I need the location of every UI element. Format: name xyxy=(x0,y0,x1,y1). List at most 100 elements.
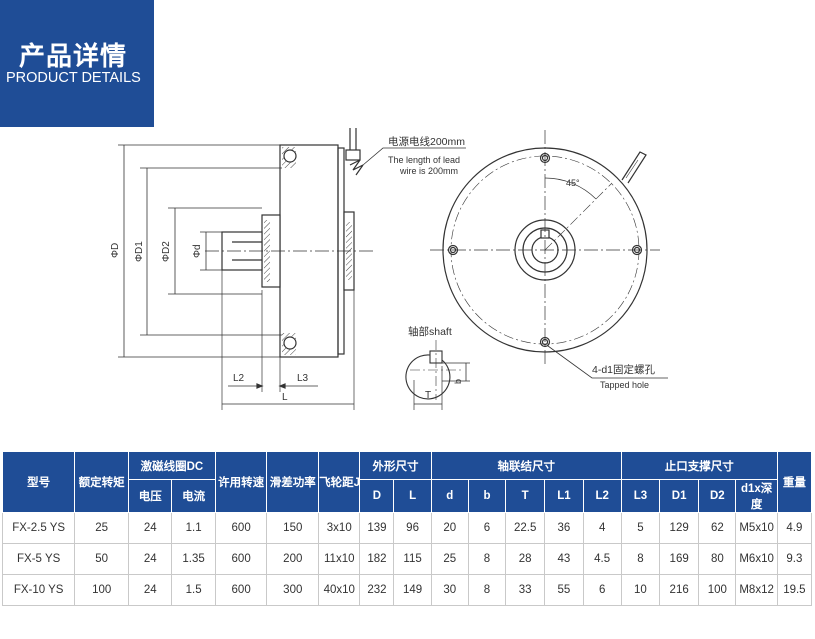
table-cell: 115 xyxy=(393,543,432,575)
table-cell: 20 xyxy=(430,512,469,544)
table-cell: 5 xyxy=(620,512,661,544)
table-cell: M8x12 xyxy=(735,574,778,606)
table-cell: 19.5 xyxy=(776,574,813,606)
table-cell: 600 xyxy=(214,512,268,544)
table-cell: 43 xyxy=(544,543,584,575)
header-banner: 产品详情 PRODUCT DETAILS xyxy=(0,0,154,127)
th-T: T xyxy=(505,479,546,513)
table-cell: 24 xyxy=(128,512,173,544)
table-cell: M6x10 xyxy=(735,543,778,575)
dim-D1-label: ΦD1 xyxy=(134,241,145,262)
th-flywheel: 飞轮距J xyxy=(318,451,361,513)
table-cell: 96 xyxy=(393,512,432,544)
th-D2: D2 xyxy=(698,479,737,513)
table-cell: 33 xyxy=(505,574,546,606)
table-cell: 100 xyxy=(698,574,737,606)
lead-label-en-1: The length of lead xyxy=(388,155,460,165)
lead-callout-line xyxy=(362,147,466,166)
table-cell: 129 xyxy=(659,512,700,544)
th-slip: 滑差功率 xyxy=(266,451,320,513)
table-cell: 149 xyxy=(393,574,432,606)
hole-label-en: Tapped hole xyxy=(600,380,649,390)
th-L1: L1 xyxy=(544,479,584,513)
th-spigot: 止口支撑尺寸 xyxy=(620,451,778,480)
table-header-row-1: 型号 额定转矩 激磁线圈DC 许用转速 滑差功率 飞轮距J 外形尺寸 轴联结尺寸… xyxy=(1,451,813,513)
th-D1: D1 xyxy=(659,479,700,513)
table-cell: 169 xyxy=(659,543,700,575)
table-cell: 25 xyxy=(430,543,469,575)
table-cell: 600 xyxy=(214,543,268,575)
th-L2: L2 xyxy=(582,479,622,513)
th-d: d xyxy=(430,479,469,513)
th-speed: 许用转速 xyxy=(214,451,268,513)
shaft-section xyxy=(405,340,470,410)
th-b: b xyxy=(467,479,507,513)
th-model: 型号 xyxy=(1,451,76,513)
th-coil: 激磁线圈DC xyxy=(128,451,216,480)
table-cell: 40x10 xyxy=(318,574,361,606)
side-view xyxy=(118,128,375,410)
table-cell: 28 xyxy=(505,543,546,575)
table-cell: 4.5 xyxy=(582,543,622,575)
table-cell: 30 xyxy=(430,574,469,606)
table-cell: 1.5 xyxy=(171,574,216,606)
dim-b-label: b xyxy=(453,379,463,384)
table-cell: 600 xyxy=(214,574,268,606)
table-cell: 3x10 xyxy=(318,512,361,544)
table-cell: 1.1 xyxy=(171,512,216,544)
header-title-cn: 产品详情 xyxy=(19,42,128,72)
table-cell: 8 xyxy=(467,574,507,606)
dim-D-label: ΦD xyxy=(110,243,121,258)
table-cell: 8 xyxy=(620,543,661,575)
table-cell: 24 xyxy=(128,574,173,606)
table-cell: 150 xyxy=(266,512,320,544)
th-outline: 外形尺寸 xyxy=(359,451,432,480)
lead-label-en-2: wire is 200mm xyxy=(399,166,458,176)
angle-label: 45° xyxy=(566,178,580,188)
dim-L3-label: L3 xyxy=(297,373,309,384)
table-cell: 4 xyxy=(582,512,622,544)
table-cell: 100 xyxy=(74,574,130,606)
table-cell: 25 xyxy=(74,512,130,544)
table-cell: M5x10 xyxy=(735,512,778,544)
lead-label-cn: 电源电线200mm xyxy=(388,135,465,148)
technical-drawing: ΦD ΦD1 ΦD2 Φd L2 L3 L 电源电线200mm The leng… xyxy=(110,128,668,410)
th-voltage: 电压 xyxy=(128,479,173,513)
table-header-row-2: 电压 电流 D L d b T L1 L2 L3 D1 D2 d1x深度 xyxy=(3,479,812,513)
th-torque: 额定转矩 xyxy=(74,451,130,513)
table-cell: 62 xyxy=(698,512,737,544)
table-cell: 80 xyxy=(698,543,737,575)
table-cell: 300 xyxy=(266,574,320,606)
table-cell: 139 xyxy=(359,512,395,544)
dim-L-label: L xyxy=(282,392,288,403)
table-cell: 6 xyxy=(467,512,507,544)
table-cell: 4.9 xyxy=(776,512,813,544)
table-cell: 232 xyxy=(359,574,395,606)
th-d1x: d1x深度 xyxy=(735,479,778,513)
th-D: D xyxy=(359,479,395,513)
table-cell: 1.35 xyxy=(171,543,216,575)
dim-T-label: T xyxy=(425,390,431,401)
th-shaft: 轴联结尺寸 xyxy=(430,451,622,480)
table-cell: FX-2.5 YS xyxy=(1,512,76,544)
spec-table: 型号 额定转矩 激磁线圈DC 许用转速 滑差功率 飞轮距J 外形尺寸 轴联结尺寸… xyxy=(1,451,813,606)
table-cell: 216 xyxy=(659,574,700,606)
table-cell: 50 xyxy=(74,543,130,575)
hole-label-cn: 4-d1固定螺孔 xyxy=(592,363,656,376)
table-cell: 11x10 xyxy=(318,543,361,575)
th-weight: 重量 xyxy=(776,451,813,513)
table-cell: FX-5 YS xyxy=(1,543,76,575)
table-cell: 55 xyxy=(544,574,584,606)
shaft-label: 轴部shaft xyxy=(408,325,452,338)
table-cell: 6 xyxy=(582,574,622,606)
table-cell: 22.5 xyxy=(505,512,546,544)
th-current: 电流 xyxy=(171,479,216,513)
th-L3: L3 xyxy=(620,479,661,513)
table-cell: 200 xyxy=(266,543,320,575)
table-cell: 9.3 xyxy=(776,543,813,575)
dim-d-label: Φd xyxy=(192,244,203,258)
table-cell: 182 xyxy=(359,543,395,575)
